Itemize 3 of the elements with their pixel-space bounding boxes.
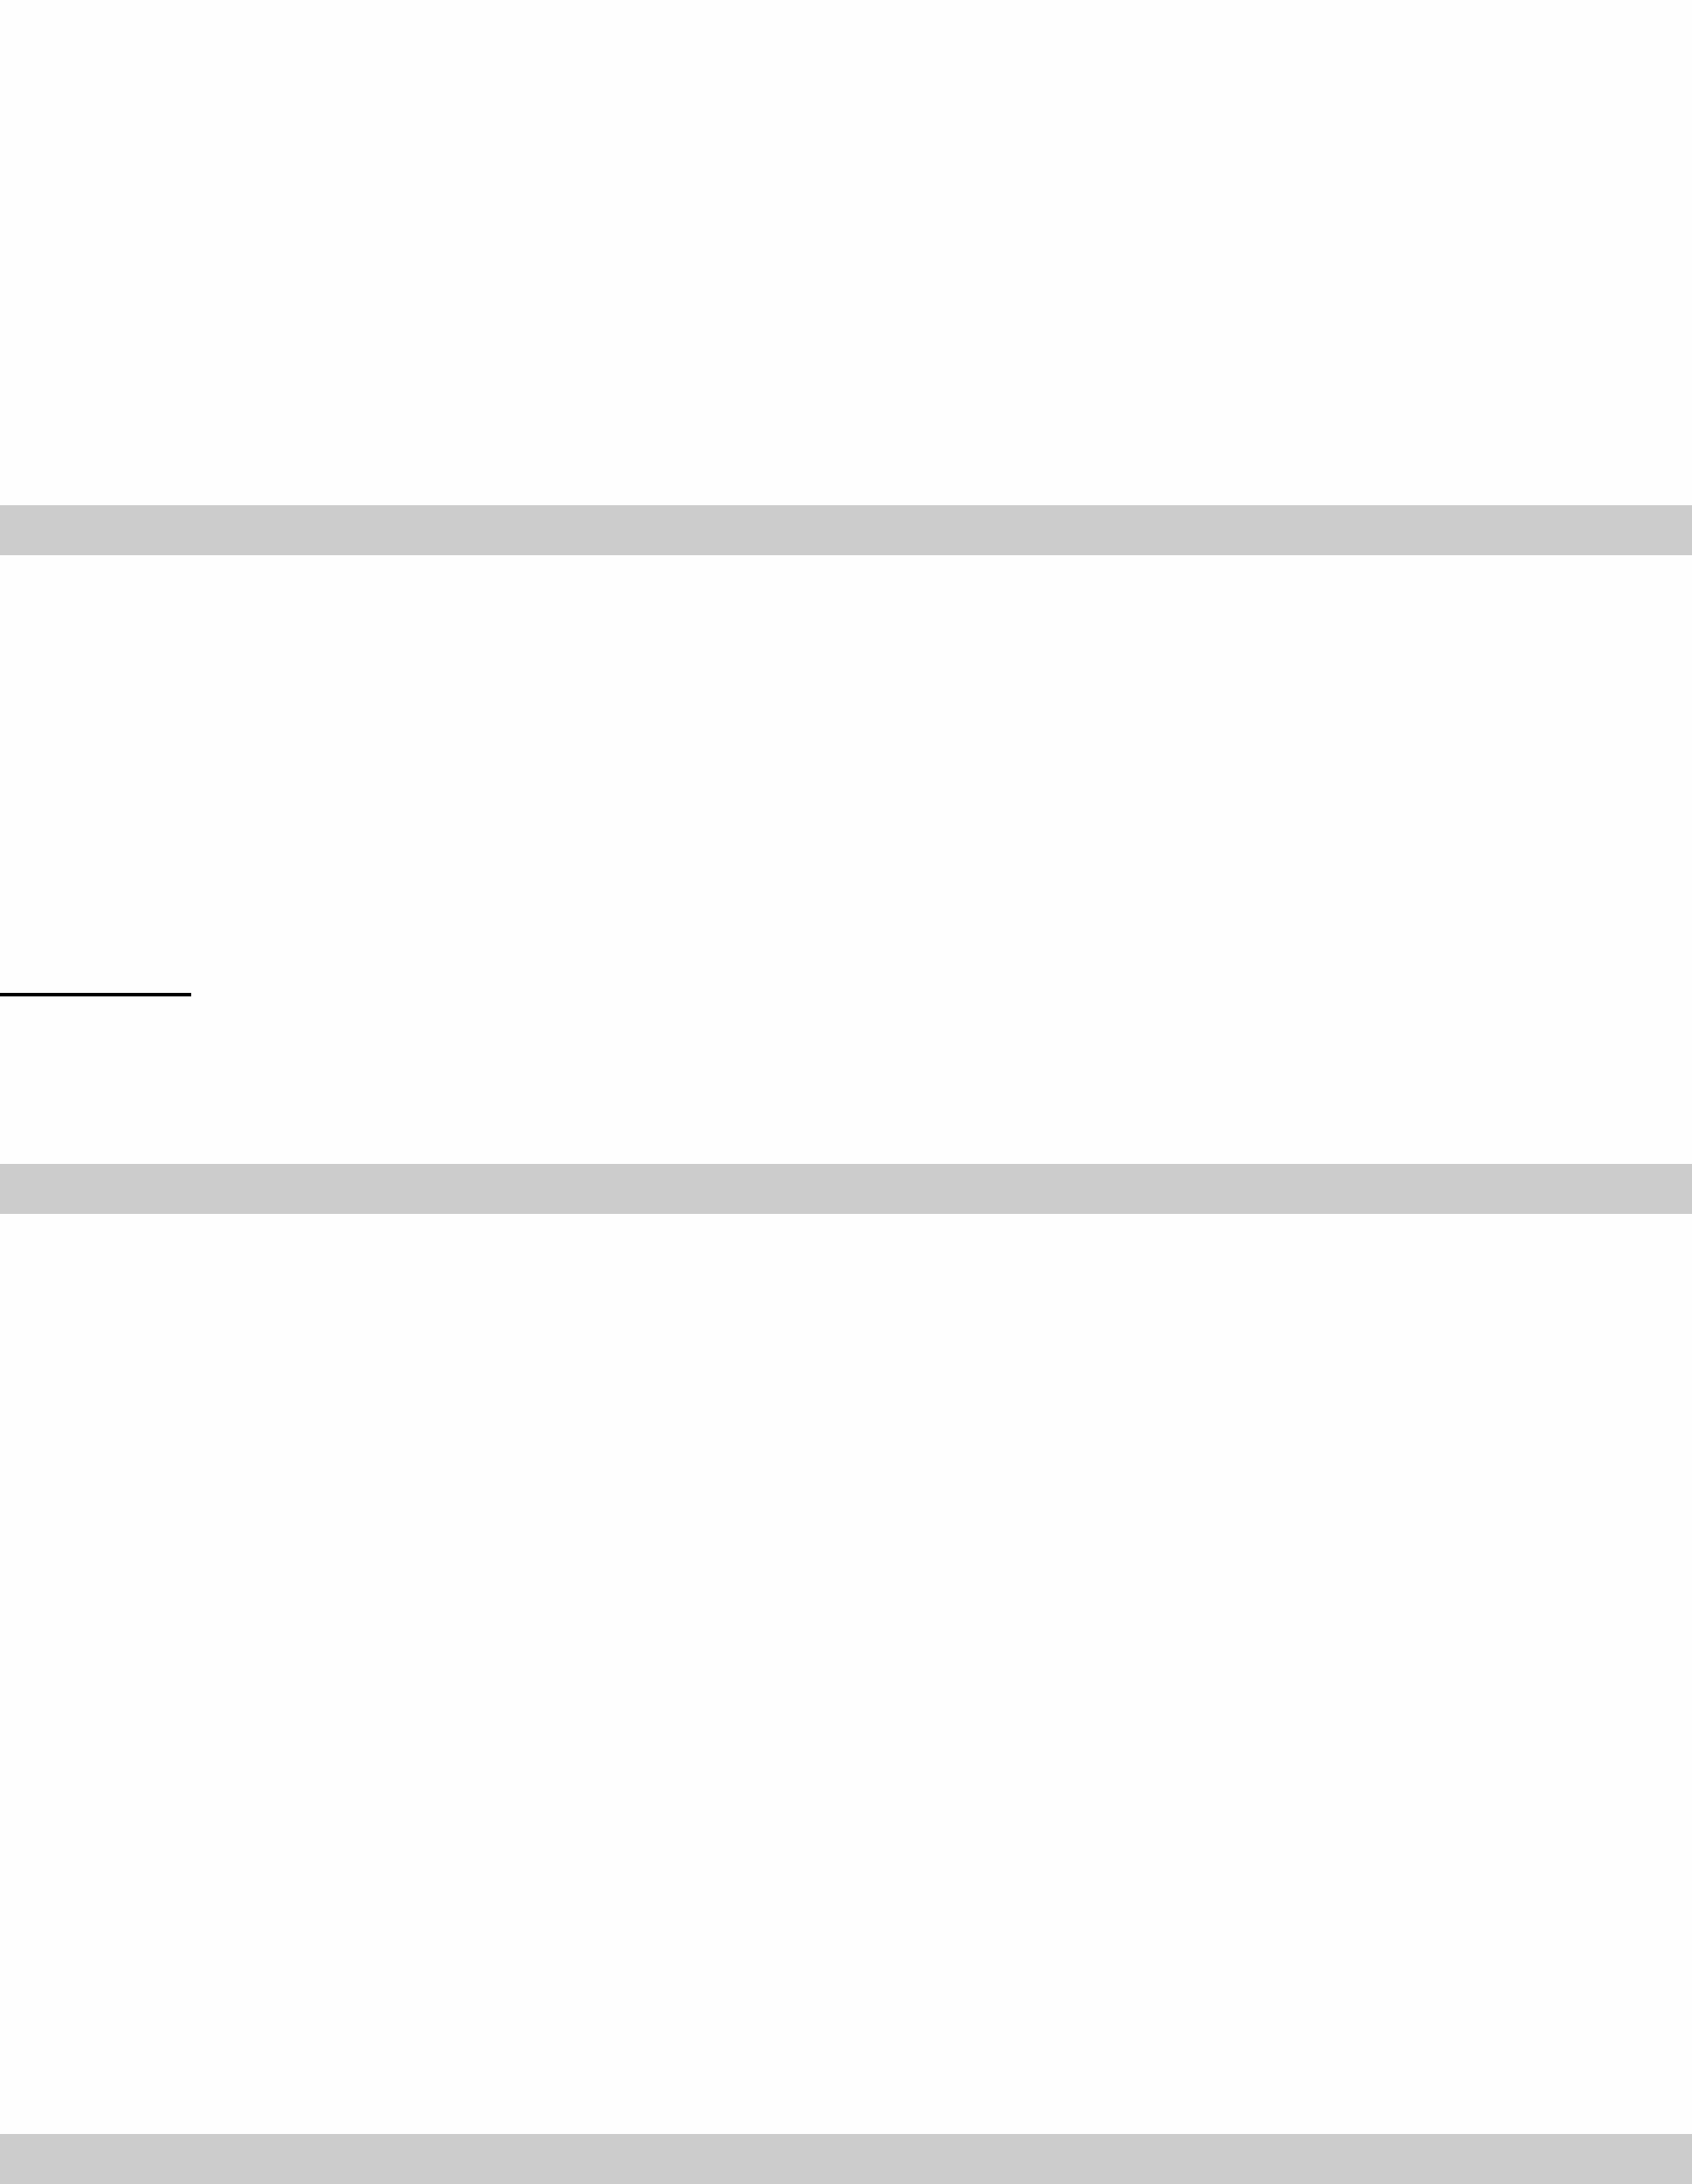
section-band: [0, 505, 1692, 555]
section-band: [0, 1164, 1692, 1214]
section-band: [0, 2134, 1692, 2184]
